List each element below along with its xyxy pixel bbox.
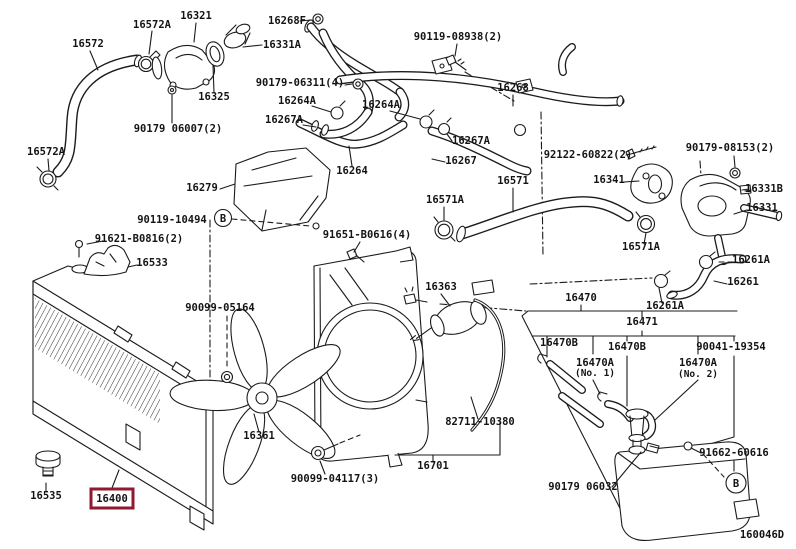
part-label-16470B-2[interactable]: 16470B [608,341,646,353]
part-label-91662-60616[interactable]: 91662-60616 [699,447,769,459]
clamp-16267A-drawing [311,120,319,132]
part-labels: 16572 16572A 16321 16268F 16331A 90119-0… [27,10,784,541]
part-label-16533[interactable]: 16533 [136,257,168,269]
part-label-16535[interactable]: 16535 [30,490,62,502]
part-label-16264[interactable]: 16264 [336,165,368,177]
leader-lines [45,19,752,493]
detail-marker-b-2: B [725,472,747,494]
part-label-16331A[interactable]: 16331A [263,39,302,51]
outlet-body-16331-drawing [680,173,751,237]
diagram-code: 160046D [740,529,784,541]
bolt-90099-04117-drawing [310,445,326,461]
water-outlet-drawing [625,145,783,266]
fan-shroud-drawing [313,246,429,468]
heat-shield-drawing [233,147,331,232]
thermostat-housing-drawing [151,23,251,95]
tank-body-drawing [614,441,751,541]
wire-connector-drawing [471,279,495,296]
part-label-90099-05164[interactable]: 90099-05164 [185,302,255,314]
tank-cap-drawing [625,408,649,420]
part-label-16361[interactable]: 16361 [243,430,275,442]
bolt-90179-06311-drawing [352,78,364,90]
part-label-16331B[interactable]: 16331B [745,183,783,195]
clamp-16267A-2-drawing [437,122,451,136]
part-label-90179-08153[interactable]: 90179-08153(2) [686,142,775,154]
thermostat-16321-drawing [223,23,251,49]
part-label-16341[interactable]: 16341 [593,174,625,186]
clamp-16264A-2-drawing [419,115,433,129]
part-label-16572A[interactable]: 16572A [133,19,172,31]
part-label-16470B[interactable]: 16470B [540,337,578,349]
gasket-16341-drawing [630,163,673,204]
reserve-tank-drawing [521,304,760,541]
part-label-16325[interactable]: 16325 [198,91,230,103]
part-label-16264A[interactable]: 16264A [278,95,317,107]
tube-clip-drawing [537,353,548,364]
part-label-90119-10494[interactable]: 90119-10494 [137,214,207,226]
part-label-16571A-2[interactable]: 16571A [622,241,661,253]
part-label-16261A[interactable]: 16261A [732,254,771,266]
part-label-16572[interactable]: 16572 [72,38,104,50]
part-label-16267[interactable]: 16267 [445,155,477,167]
part-label-16267A-2[interactable]: 16267A [452,135,491,147]
part-label-90179-06007[interactable]: 90179 06007(2) [134,123,223,135]
radiator-bracket-drawing [74,239,131,277]
detail-marker-b2-letter: B [733,478,739,490]
top-bolts-drawing [352,54,467,90]
bypass-pipes-drawing [295,13,625,176]
part-label-16571[interactable]: 16571 [497,175,529,187]
highlight-box-16400[interactable] [89,487,135,510]
part-label-16267A[interactable]: 16267A [265,114,304,126]
part-label-91621-B0816[interactable]: 91621-B0816(2) [95,233,184,245]
upper-hose-drawing [36,50,161,191]
part-label-16261A-2[interactable]: 16261A [646,300,685,312]
clamp-16261A-2-drawing [653,273,669,289]
part-label-16268F[interactable]: 16268F [268,15,306,27]
part-label-90119-08938[interactable]: 90119-08938(2) [414,31,503,43]
detail-marker-b-1: B [213,208,233,228]
part-label-16471[interactable]: 16471 [626,316,658,328]
part-label-16261[interactable]: 16261 [727,276,759,288]
clip-91662-drawing [645,442,660,454]
part-label-16363[interactable]: 16363 [425,281,457,293]
clamp-16261A-drawing [698,254,714,270]
clamp-16571A-drawing [434,220,454,240]
part-label-16331[interactable]: 16331 [746,202,778,214]
part-label-90041-19354[interactable]: 90041-19354 [696,341,766,353]
part-label-16470A-no1-sub: (No. 1) [575,368,615,379]
part-label-91651-B0616[interactable]: 91651-B0616(4) [323,229,412,241]
part-label-16572A-2[interactable]: 16572A [27,146,66,158]
part-label-92122-60822[interactable]: 92122-60822(2) [544,149,633,161]
radiator-drawing [32,264,214,531]
fan-blade-drawing [169,308,341,485]
bottom-bolts-drawing [220,370,361,461]
part-label-16470A-no2-sub: (No. 2) [678,369,718,380]
part-label-82711-10380[interactable]: 82711-10380 [445,416,515,428]
part-label-16701[interactable]: 16701 [417,460,449,472]
part-label-16268[interactable]: 16268 [497,82,529,94]
part-label-16571A[interactable]: 16571A [426,194,465,206]
lower-hose-16571-drawing [433,196,656,243]
part-label-16470A-no2[interactable]: 16470A [679,357,718,369]
part-label-16264A-2[interactable]: 16264A [362,99,401,111]
part-label-16400-highlighted[interactable]: 16400 [96,493,128,505]
part-label-16279[interactable]: 16279 [186,182,218,194]
bolt-90099-05164-drawing [220,370,234,384]
part-label-16470A-no1[interactable]: 16470A [576,357,615,369]
bolt-90119-08938-drawing [445,54,457,66]
fan-motor-drawing [403,279,506,432]
drain-plug-drawing [35,450,61,477]
nut-90179-08153-drawing [729,167,741,179]
part-label-90179-06311[interactable]: 90179-06311(4) [256,77,345,89]
gasket-16268F-drawing [312,13,324,25]
bolt-90179-06007-drawing [167,85,177,95]
detail-marker-b1-letter: B [220,213,226,225]
part-label-90099-04117[interactable]: 90099-04117(3) [291,473,380,485]
reservoir-hose-16261-drawing [653,251,747,300]
part-label-90179-06032[interactable]: 90179 06032 [548,481,618,493]
part-label-16321[interactable]: 16321 [180,10,212,22]
part-label-16470[interactable]: 16470 [565,292,597,304]
clamp-16264A-drawing [330,106,344,120]
